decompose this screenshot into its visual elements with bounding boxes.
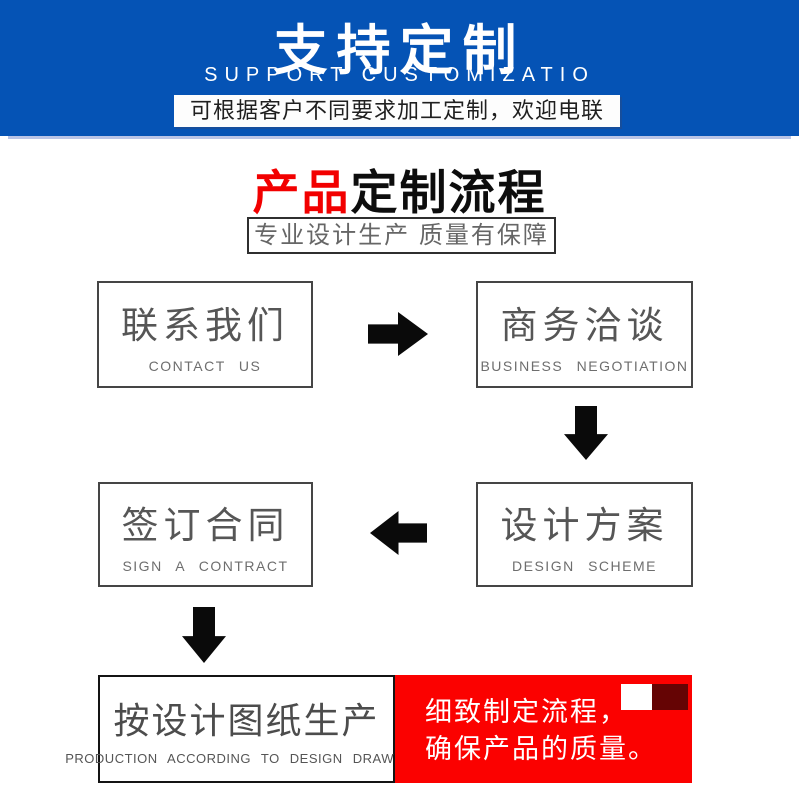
flow-step-contact: 联系我们 CONTACT US (97, 281, 313, 388)
arrow-right-icon (368, 312, 428, 356)
banner-strip: 可根据客户不同要求加工定制，欢迎电联 (174, 95, 620, 127)
flow-step-contact-label: 联系我们 (121, 305, 289, 346)
arrow-down-icon (564, 406, 608, 460)
flow-step-negotiation-caption: BUSINESS NEGOTIATION (480, 358, 689, 374)
flow-step-negotiation: 商务洽谈 BUSINESS NEGOTIATION (476, 281, 693, 388)
quality-note: 细致制定流程， 确保产品的质量。 (395, 675, 692, 783)
flow-step-design-caption: DESIGN SCHEME (512, 558, 657, 574)
flow-step-production-caption: PRODUCTION ACCORDING TO DESIGN DRAWINGS (65, 751, 428, 766)
note-swatch-maroon (652, 684, 688, 710)
section-title: 产品定制流程 (0, 154, 799, 223)
section-title-highlight: 产品 (252, 166, 351, 219)
banner-subtitle: SUPPORT CUSTOMIZATIO (204, 64, 595, 86)
flow-step-production-label: 按设计图纸生产 (113, 700, 380, 741)
flow-step-negotiation-label: 商务洽谈 (500, 305, 669, 346)
arrow-down-icon (182, 607, 226, 663)
flow-step-design: 设计方案 DESIGN SCHEME (476, 482, 693, 587)
tagline-text: 专业设计生产 质量有保障 (254, 222, 549, 249)
flow-step-contact-caption: CONTACT US (148, 358, 262, 374)
banner-title: 支持定制 (273, 21, 526, 81)
arrow-left-icon (370, 511, 427, 555)
quality-note-line2: 确保产品的质量。 (425, 734, 657, 764)
flow-step-contract-caption: SIGN A CONTRACT (122, 558, 289, 574)
flow-step-contract-label: 签订合同 (121, 505, 290, 546)
banner: 支持定制 SUPPORT CUSTOMIZATIO 可根据客户不同要求加工定制，… (0, 0, 799, 136)
flow-step-design-label: 设计方案 (500, 505, 669, 546)
flow-step-production: 按设计图纸生产 PRODUCTION ACCORDING TO DESIGN D… (65, 675, 427, 783)
banner-shadow-divider (8, 136, 791, 139)
section-title-rest: 定制流程 (350, 166, 547, 219)
note-swatch-white (621, 684, 652, 710)
flow-step-contract: 签订合同 SIGN A CONTRACT (98, 482, 313, 587)
quality-note-line1: 细致制定流程， (425, 697, 628, 727)
tagline-box: 专业设计生产 质量有保障 (247, 217, 556, 254)
